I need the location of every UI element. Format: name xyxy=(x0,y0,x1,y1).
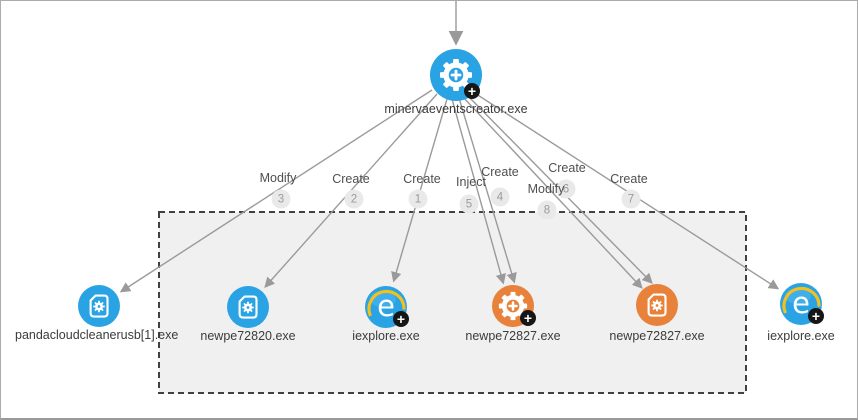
edge-action-label: Create xyxy=(610,172,648,186)
edge-sequence-badge: 8 xyxy=(537,200,557,220)
child-process-label: newpe72827.exe xyxy=(609,329,705,343)
edge-create-4 xyxy=(458,97,517,284)
svg-text:e: e xyxy=(792,286,810,320)
edge-sequence-badge: 5 xyxy=(459,194,479,214)
edge-action-label: Create xyxy=(403,172,441,186)
plus-badge-icon: + xyxy=(808,308,824,324)
gear-process-icon xyxy=(498,291,528,321)
edge-action-label: Create xyxy=(481,165,519,179)
file-gear-icon xyxy=(647,293,667,317)
plus-badge-icon: + xyxy=(393,311,409,327)
edge-action-label: Create xyxy=(548,161,586,175)
internet-explorer-icon: e xyxy=(780,283,822,325)
child-process-node[interactable]: e xyxy=(780,283,822,325)
edge-action-label: Inject xyxy=(456,175,486,189)
plus-badge-icon: + xyxy=(464,83,480,99)
child-process-label: pandacloudcleanerusb[1].exe xyxy=(15,328,179,342)
file-gear-icon xyxy=(238,295,258,319)
edge-action-label: Create xyxy=(332,172,370,186)
child-process-label: newpe72827.exe xyxy=(465,329,561,343)
svg-text:e: e xyxy=(377,289,395,323)
edge-modify-8 xyxy=(461,95,643,289)
edge-sequence-badge: 3 xyxy=(271,189,291,209)
child-process-label: iexplore.exe xyxy=(352,329,420,343)
edge-sequence-badge: 7 xyxy=(621,189,641,209)
edge-inject-5 xyxy=(451,98,506,285)
child-process-label: iexplore.exe xyxy=(767,329,835,343)
child-process-node[interactable] xyxy=(78,285,120,327)
root-process-label: minervaeventscreator.exe xyxy=(384,102,528,116)
edge-sequence-badge: 6 xyxy=(556,179,576,199)
child-process-node[interactable] xyxy=(227,286,269,328)
child-process-node[interactable] xyxy=(636,284,678,326)
edge-create-7 xyxy=(469,89,780,290)
file-gear-icon xyxy=(89,294,109,318)
edge-action-label: Modify xyxy=(259,171,297,185)
plus-badge-icon: + xyxy=(520,310,536,326)
child-process-label: newpe72820.exe xyxy=(200,329,296,343)
edge-sequence-badge: 1 xyxy=(408,189,428,209)
edge-sequence-badge: 4 xyxy=(490,187,510,207)
edge-sequence-badge: 2 xyxy=(344,189,364,209)
edge-action-label: Modify xyxy=(527,182,565,196)
